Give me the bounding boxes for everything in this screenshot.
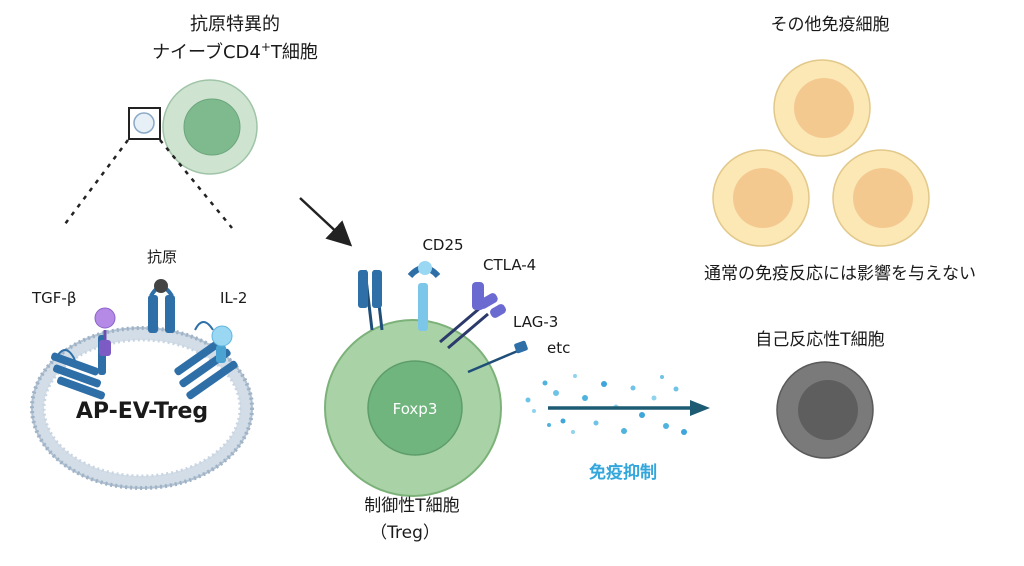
antigen-label: 抗原 bbox=[147, 248, 177, 266]
cd25-marker bbox=[407, 261, 441, 331]
treg-cell bbox=[324, 319, 502, 497]
naive-title-tail: T細胞 bbox=[270, 42, 318, 63]
foxp3-label: Foxp3 bbox=[393, 400, 438, 418]
immune-cell-right bbox=[832, 149, 930, 247]
suppression-label: 免疫抑制 bbox=[589, 462, 657, 483]
tgf-receptor bbox=[50, 335, 106, 400]
autoreactive-t-cell bbox=[776, 361, 874, 459]
mhc-antigen bbox=[148, 279, 175, 333]
naive-title-sup: + bbox=[261, 40, 271, 54]
immune-cell-left bbox=[712, 149, 810, 247]
etc-label: etc bbox=[547, 339, 570, 357]
naive-title-main: ナイーブCD4 bbox=[152, 41, 261, 63]
tgf-beta-ligand bbox=[94, 307, 116, 356]
differentiation-arrow bbox=[299, 197, 353, 247]
ctla4-marker bbox=[439, 282, 489, 350]
lag3-label: LAG-3 bbox=[513, 313, 558, 331]
zoom-lines bbox=[61, 139, 233, 229]
il2-ligand bbox=[211, 325, 233, 363]
cd25-marker-left bbox=[358, 269, 384, 331]
suppression-arrow bbox=[548, 400, 710, 416]
zoom-box bbox=[128, 107, 161, 140]
no-effect-label: 通常の免疫反応には影響を与えない bbox=[704, 264, 976, 284]
vesicle-label: AP-EV-Treg bbox=[76, 399, 208, 424]
il2-label: IL-2 bbox=[220, 289, 247, 307]
treg-label-line1: 制御性T細胞 bbox=[364, 496, 459, 516]
lag3-marker bbox=[478, 293, 506, 318]
naive-title-line1: 抗原特異的 bbox=[190, 14, 280, 35]
naive-t-cell bbox=[162, 79, 258, 175]
ctla4-label: CTLA-4 bbox=[483, 256, 536, 274]
autoreactive-label: 自己反応性T細胞 bbox=[755, 330, 884, 350]
immune-cell-top bbox=[773, 59, 871, 157]
cd25-label: CD25 bbox=[422, 236, 463, 254]
treg-label-line2: （Treg） bbox=[370, 523, 440, 543]
suppression-particles bbox=[525, 374, 687, 435]
etc-marker bbox=[467, 340, 528, 374]
tgf-label: TGF-β bbox=[31, 289, 76, 307]
other-cells-label: その他免疫細胞 bbox=[771, 15, 890, 35]
naive-title-line2: ナイーブCD4+T細胞 bbox=[152, 40, 318, 63]
